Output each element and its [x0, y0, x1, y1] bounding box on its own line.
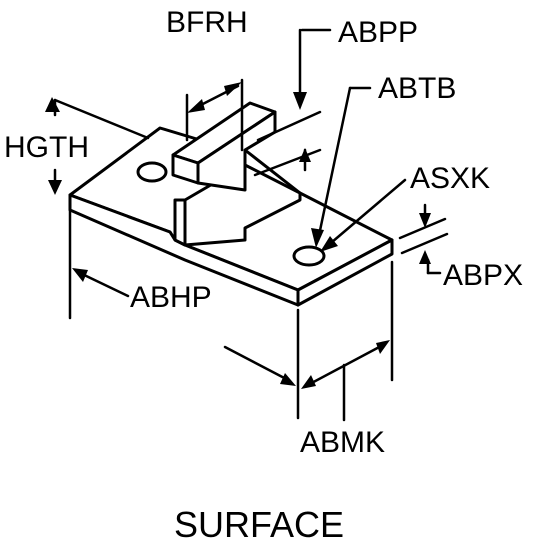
abtb-arrow [311, 228, 324, 248]
right-hole [292, 245, 326, 267]
label-bfrh: BFRH [166, 6, 248, 39]
abhp-arrow-left [72, 268, 88, 282]
hgth-arrow-bottom [48, 180, 62, 195]
label-abpx: ABPX [443, 259, 523, 292]
left-hole [136, 161, 168, 183]
bfrh-arrow-right [224, 82, 242, 96]
dimension-lines [45, 28, 449, 422]
abpx-arrow-top [419, 213, 431, 228]
label-abmk: ABMK [300, 426, 385, 459]
hgth-arrow-top [45, 97, 60, 112]
label-asxk: ASXK [410, 162, 490, 195]
label-hgth: HGTH [4, 131, 89, 164]
caption: SURFACE [174, 504, 344, 545]
vertical-wall-front [173, 198, 187, 247]
abpp-arrow [293, 92, 307, 110]
part-drawing [68, 101, 394, 307]
labels: BFRH ABPP ABTB HGTH ASXK ABPX ABHP ABMK … [4, 6, 523, 545]
label-abpp: ABPP [338, 16, 418, 49]
raised-block-side [196, 110, 277, 192]
abhp-arrow-right [280, 373, 296, 386]
bfrh-arrow-left [187, 99, 205, 113]
label-abtb: ABTB [378, 72, 456, 105]
abmk-arrow-left [301, 375, 316, 389]
base-plate-right-edge [296, 238, 394, 307]
label-abhp: ABHP [130, 281, 212, 314]
abmk-arrow-right [376, 340, 390, 354]
asxk-arrow [320, 236, 338, 252]
